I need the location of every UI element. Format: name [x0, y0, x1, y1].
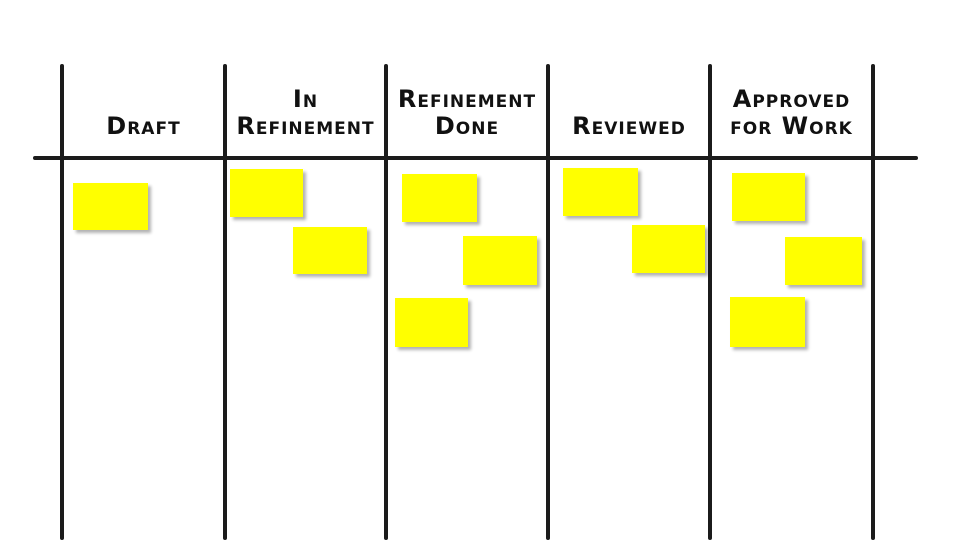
- column-divider-line: [871, 64, 875, 540]
- column-header-draft: Draft: [106, 112, 181, 140]
- column-divider-line: [60, 64, 64, 540]
- sticky-note[interactable]: [230, 169, 303, 217]
- sticky-note[interactable]: [563, 168, 638, 216]
- column-header-in-refinement: In Refinement: [236, 85, 375, 140]
- sticky-note[interactable]: [730, 297, 805, 347]
- header-underline: [33, 156, 918, 160]
- column-header-refinement-done: Refinement Done: [397, 85, 537, 140]
- sticky-note[interactable]: [395, 298, 468, 347]
- sticky-note[interactable]: [402, 174, 477, 222]
- sticky-note[interactable]: [632, 225, 705, 273]
- column-divider-line: [546, 64, 550, 540]
- sticky-note[interactable]: [293, 227, 367, 274]
- column-divider-line: [223, 64, 227, 540]
- sticky-note[interactable]: [73, 183, 148, 230]
- column-header-approved-for-work: Approved for Work: [730, 85, 853, 140]
- sticky-note[interactable]: [785, 237, 862, 285]
- column-header-reviewed: Reviewed: [572, 112, 686, 140]
- column-divider-line: [708, 64, 712, 540]
- sticky-note[interactable]: [732, 173, 805, 221]
- sticky-note[interactable]: [463, 236, 537, 285]
- column-divider-line: [384, 64, 388, 540]
